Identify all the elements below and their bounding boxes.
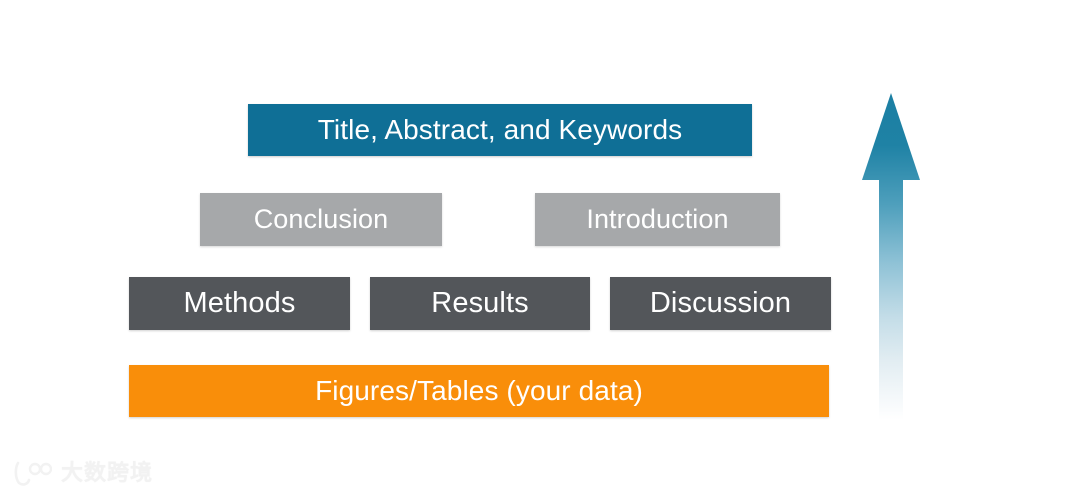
block-title-abstract-keywords: Title, Abstract, and Keywords <box>248 104 752 156</box>
block-methods: Methods <box>129 277 350 330</box>
block-results: Results <box>370 277 590 330</box>
block-conclusion: Conclusion <box>200 193 442 246</box>
block-introduction: Introduction <box>535 193 780 246</box>
upward-arrow-icon <box>858 88 924 428</box>
block-figures-tables: Figures/Tables (your data) <box>129 365 829 417</box>
block-label: Title, Abstract, and Keywords <box>317 114 683 145</box>
watermark-text: 大数跨境 <box>61 460 154 485</box>
watermark-logo-icon <box>14 461 52 486</box>
block-label: Results <box>431 287 529 319</box>
upward-arrow-svg <box>862 93 920 420</box>
block-discussion: Discussion <box>610 277 831 330</box>
block-label: Discussion <box>649 287 792 319</box>
watermark: 大数跨境 <box>14 456 153 490</box>
block-label: Introduction <box>586 204 729 234</box>
arrow-shape <box>862 93 920 420</box>
block-label: Conclusion <box>253 204 389 234</box>
block-label: Methods <box>183 287 296 319</box>
block-label: Figures/Tables (your data) <box>315 375 643 406</box>
